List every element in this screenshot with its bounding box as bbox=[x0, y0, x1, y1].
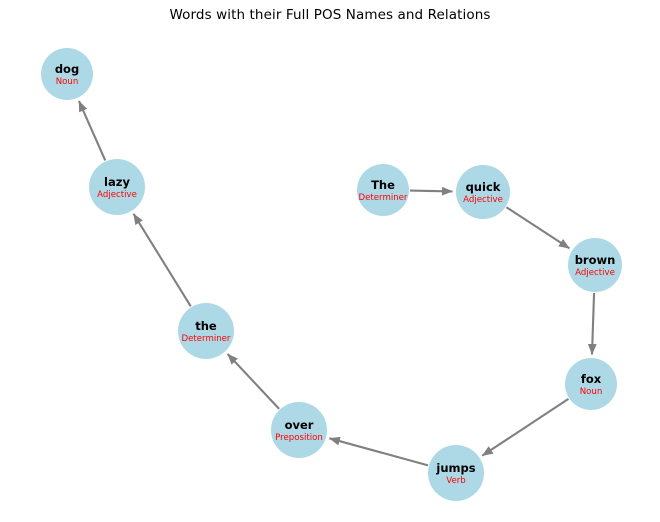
node-pos-jumps: Verb bbox=[446, 476, 466, 486]
graph-edge bbox=[587, 292, 597, 355]
node-word-lazy: lazy bbox=[104, 175, 130, 189]
node-circle-fox[interactable] bbox=[565, 358, 617, 410]
node-circle-dog[interactable] bbox=[41, 48, 93, 100]
node-circle-the2[interactable] bbox=[178, 303, 234, 359]
node-pos-over: Preposition bbox=[275, 433, 323, 443]
node-word-brown: brown bbox=[575, 253, 616, 267]
graph-edge bbox=[77, 100, 107, 161]
graph-edges bbox=[77, 100, 597, 467]
graph-edge bbox=[328, 436, 429, 467]
graph-edge bbox=[132, 213, 192, 307]
node-circle-brown[interactable] bbox=[568, 238, 622, 292]
graph-edge bbox=[505, 206, 571, 250]
node-word-the2: the bbox=[195, 319, 217, 333]
graph-edge bbox=[409, 186, 453, 196]
node-word-The: The bbox=[371, 178, 395, 192]
graph-nodes: dogNounlazyAdjectivetheDetermineroverPre… bbox=[41, 48, 622, 501]
node-pos-fox: Noun bbox=[580, 387, 603, 397]
graph-edge bbox=[481, 397, 570, 457]
node-pos-the2: Determiner bbox=[182, 334, 231, 344]
node-pos-lazy: Adjective bbox=[97, 190, 137, 200]
node-word-over: over bbox=[285, 418, 314, 432]
node-pos-The: Determiner bbox=[359, 193, 408, 203]
node-circle-quick[interactable] bbox=[456, 165, 510, 219]
node-circle-over[interactable] bbox=[271, 402, 327, 458]
node-circle-jumps[interactable] bbox=[428, 445, 484, 501]
node-circle-lazy[interactable] bbox=[89, 159, 145, 215]
node-pos-brown: Adjective bbox=[575, 268, 615, 278]
node-circle-The[interactable] bbox=[357, 164, 409, 216]
node-word-jumps: jumps bbox=[435, 461, 475, 475]
node-word-dog: dog bbox=[55, 62, 79, 76]
node-word-quick: quick bbox=[466, 180, 501, 194]
graph-edge bbox=[226, 353, 280, 410]
node-pos-quick: Adjective bbox=[463, 195, 503, 205]
node-word-fox: fox bbox=[581, 372, 602, 386]
node-pos-dog: Noun bbox=[56, 77, 79, 87]
page-title: Words with their Full POS Names and Rela… bbox=[169, 7, 491, 23]
